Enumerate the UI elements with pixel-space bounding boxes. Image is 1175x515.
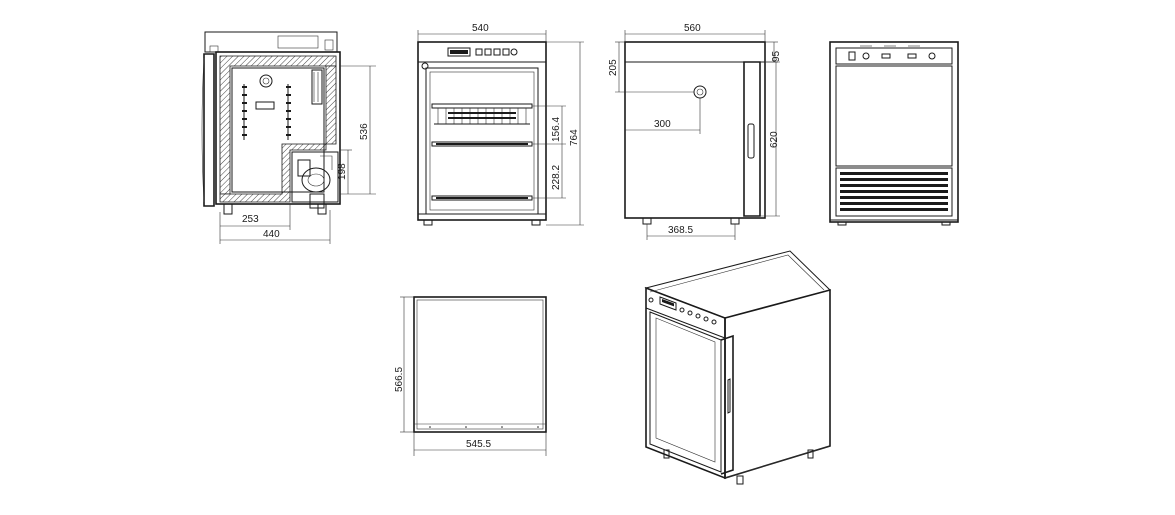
shelf-rail-right (286, 84, 291, 140)
control-panel-icon (447, 47, 471, 57)
front-shelf-gap-label: 156.4 (551, 117, 562, 142)
side-elevation-view: 560 205 95 300 620 368.5 (608, 23, 782, 240)
top-view: 566.5 545.5 (394, 296, 547, 456)
side-top-thickness-label: 95 (771, 50, 782, 62)
bottom-shelf (431, 195, 533, 201)
middle-shelf (431, 141, 533, 147)
rear-view (829, 41, 959, 226)
side-door-height-label: 620 (769, 131, 780, 148)
compressor (291, 151, 339, 209)
front-bottom-gap-label: 228.2 (551, 165, 562, 190)
front-width-label: 540 (472, 23, 489, 34)
side-port-offset-label: 300 (654, 119, 671, 130)
top-width-label: 545.5 (466, 439, 491, 450)
side-section-depth-label: 253 (242, 214, 259, 225)
side-width-label: 560 (684, 23, 701, 34)
front-height-label: 764 (569, 129, 580, 146)
front-view: 540 156.4 228.2 764 (417, 23, 584, 226)
side-section-height-label: 536 (359, 123, 370, 140)
shelf-rail-left (242, 84, 247, 140)
ventilation-grille-icon (835, 167, 953, 217)
top-depth-label: 566.5 (394, 367, 405, 392)
isometric-view (644, 250, 831, 485)
cable-port-icon (693, 85, 707, 99)
side-feet-span-label: 368.5 (668, 225, 693, 236)
side-section-view: 253 440 536 198 (201, 31, 376, 244)
side-top-offset-label: 205 (608, 59, 619, 76)
side-section-width-label: 440 (263, 229, 280, 240)
side-section-compressor-label: 198 (337, 163, 348, 180)
top-shelf (431, 103, 533, 125)
